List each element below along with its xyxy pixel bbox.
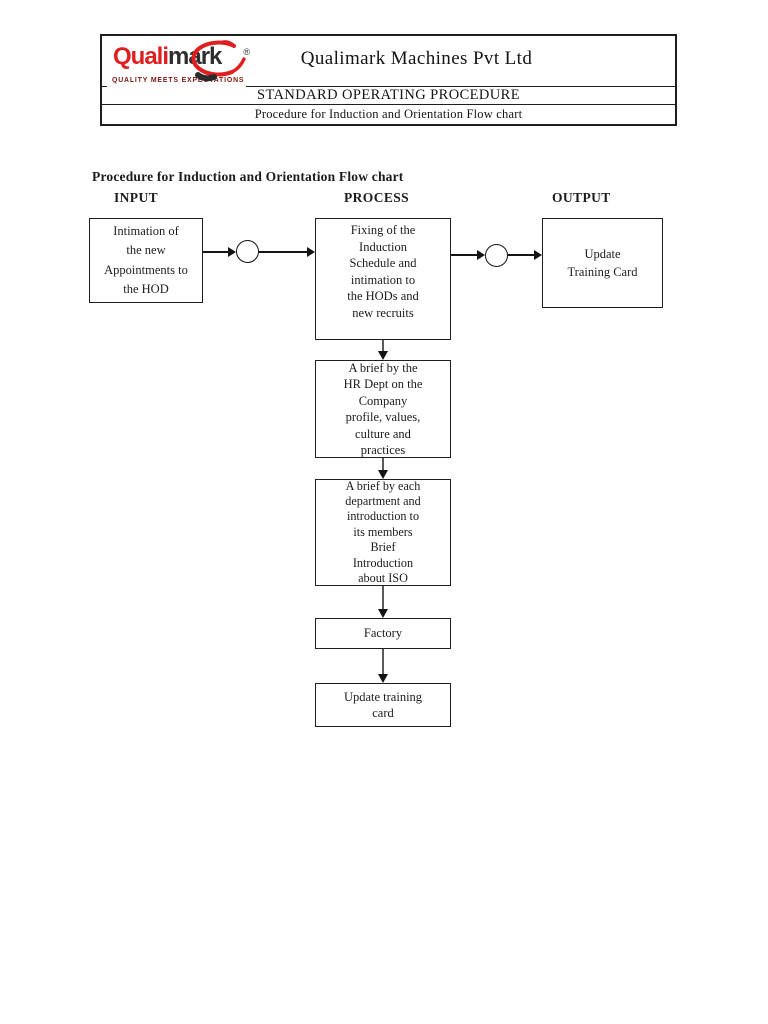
arrowhead-process3-to-factory	[377, 609, 388, 618]
flow-node-factory: Factory	[315, 618, 451, 649]
arrowhead-process1-to-circle2	[477, 250, 485, 260]
column-header-input: INPUT	[114, 190, 159, 205]
arrow-circle2-to-output	[508, 254, 534, 256]
logo-tagline: QUALITY MEETS EXPECTATIONS	[112, 77, 245, 84]
flow-node-factory-text: Factory	[363, 626, 403, 641]
arrowhead-input-to-circle1	[228, 247, 236, 257]
company-logo: Qualimark ® QUALITY MEETS EXPECTATIONS	[107, 39, 250, 94]
logo-swoosh-icon	[191, 40, 246, 82]
column-header-process: PROCESS	[344, 190, 410, 205]
logo-wordmark: Qualimark ®	[113, 40, 250, 82]
flowchart-title: Procedure for Induction and Orientation …	[92, 169, 404, 184]
arrow-process2-to-process3	[382, 458, 384, 470]
flow-node-output-text: Update Training Card	[567, 246, 638, 279]
document-title-row: Procedure for Induction and Orientation …	[102, 104, 675, 124]
flow-node-process-3: A brief by each department and introduct…	[315, 479, 451, 586]
document-type-row: STANDARD OPERATING PROCEDURE	[102, 86, 675, 104]
registered-trademark-icon: ®	[243, 47, 250, 57]
flow-node-process-3-text: A brief by each department and introduct…	[345, 478, 421, 585]
arrowhead-circle2-to-output	[534, 250, 542, 260]
company-name: Qualimark Machines Pvt Ltd	[300, 48, 533, 69]
arrowhead-factory-to-update	[377, 674, 388, 683]
flow-node-input: Intimation of the new Appointments to th…	[89, 218, 203, 303]
document-type: STANDARD OPERATING PROCEDURE	[256, 87, 520, 103]
company-name-row: Qualimark Machines Pvt Ltd	[102, 36, 675, 86]
arrowhead-circle1-to-process1	[307, 247, 315, 257]
flow-node-update-training-card: Update training card	[315, 683, 451, 727]
flow-node-process-2: A brief by the HR Dept on the Company pr…	[315, 360, 451, 458]
flow-node-output: Update Training Card	[542, 218, 663, 308]
flow-node-input-text: Intimation of the new Appointments to th…	[104, 223, 188, 296]
arrowhead-process1-to-process2	[377, 351, 388, 360]
arrow-process1-to-process2	[382, 340, 384, 351]
column-header-output: OUTPUT	[552, 190, 611, 205]
flow-node-process-2-text: A brief by the HR Dept on the Company pr…	[343, 360, 423, 458]
document-title: Procedure for Induction and Orientation …	[254, 107, 523, 121]
connector-circle-1	[236, 240, 259, 263]
arrow-input-to-circle1	[203, 251, 229, 253]
arrow-process3-to-factory	[382, 586, 384, 609]
document-header: Qualimark Machines Pvt Ltd STANDARD OPER…	[100, 34, 677, 126]
flow-node-process-1: Fixing of the Induction Schedule and int…	[315, 218, 451, 340]
logo-text-quali: Quali	[113, 43, 169, 70]
arrow-circle1-to-process1	[259, 251, 307, 253]
arrow-process1-to-circle2	[451, 254, 477, 256]
arrow-factory-to-update	[382, 649, 384, 674]
connector-circle-2	[485, 244, 508, 267]
flow-node-update-training-card-text: Update training card	[343, 689, 423, 721]
flow-node-process-1-text: Fixing of the Induction Schedule and int…	[347, 223, 419, 320]
arrowhead-process2-to-process3	[377, 470, 388, 479]
